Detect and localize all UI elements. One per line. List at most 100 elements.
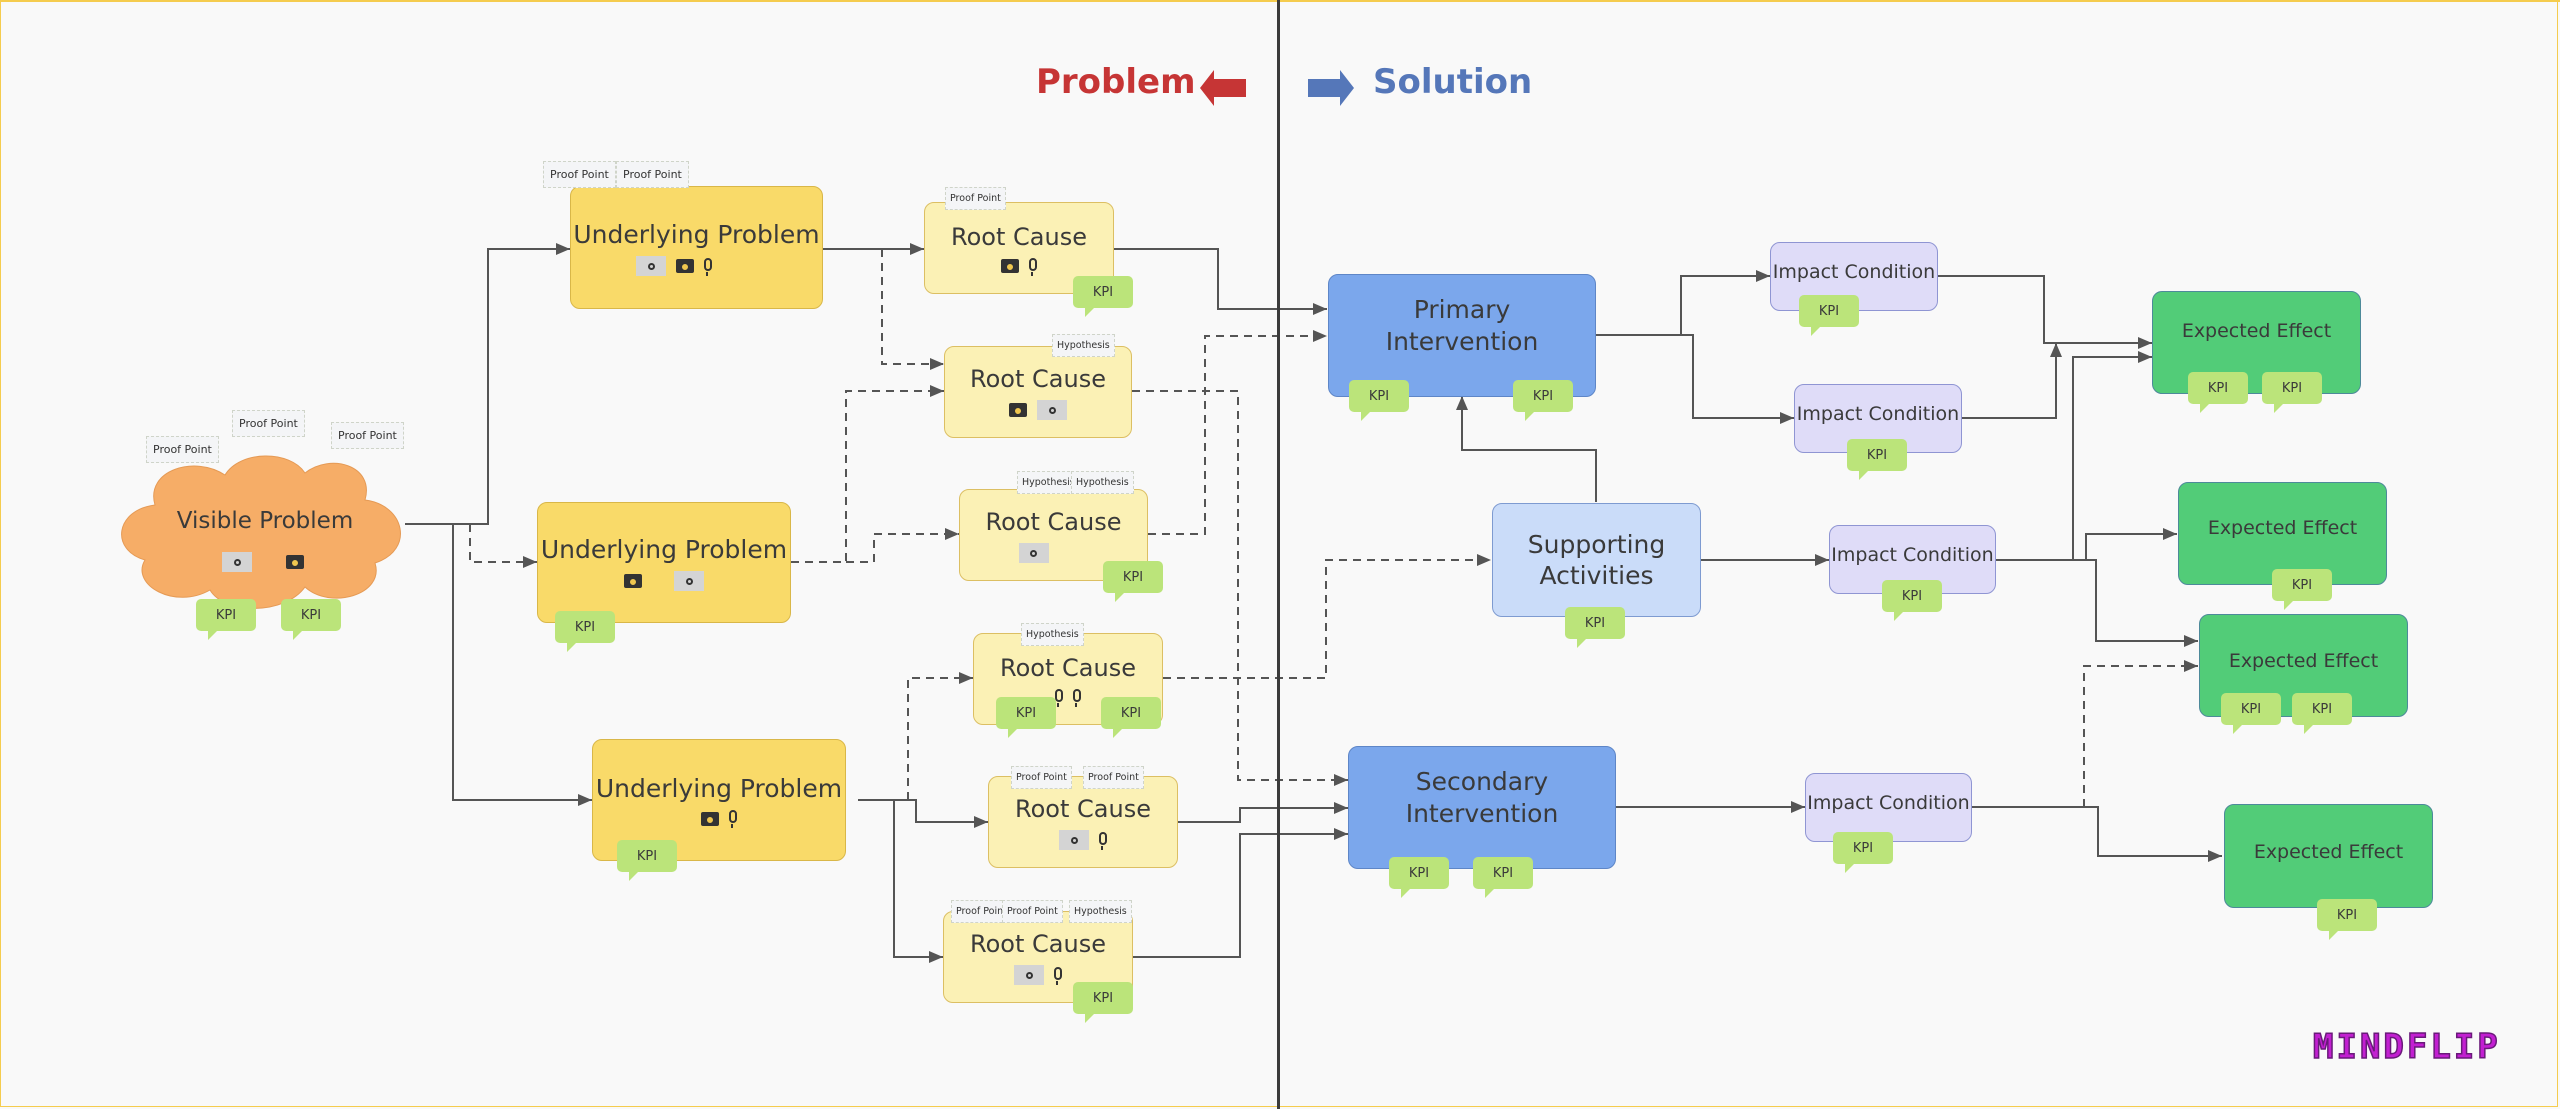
kpi-callout[interactable]: KPI [1073,982,1133,1023]
connector [1972,806,2222,862]
solution-heading: Solution [1373,62,1533,102]
proof-point-tag[interactable]: Proof Point [543,161,616,188]
kpi-callout[interactable]: KPI [2188,372,2248,413]
microphone-icon[interactable] [704,257,712,276]
kpi-callout[interactable]: KPI [1103,561,1163,602]
media-placeholder-icon[interactable] [1018,543,1049,563]
kpi-callout[interactable]: KPI [2221,693,2281,734]
kpi-callout[interactable]: KPI [1847,439,1907,480]
node-label: Impact Condition [1831,543,1994,566]
underlying-problem-node[interactable]: Underlying Problem [570,186,823,309]
kpi-callout[interactable]: KPI [2262,372,2322,413]
microphone-icon[interactable] [729,810,737,829]
connector [1938,275,2152,349]
connector [907,672,973,800]
camera-icon[interactable] [1001,259,1019,273]
connector [2073,528,2177,561]
attachments [1009,400,1067,420]
node-label-line2: Activities [1539,561,1654,590]
kpi-callout[interactable]: KPI [996,697,1056,738]
node-label-line2: Intervention [1385,326,1539,356]
kpi-callout[interactable]: KPI [281,599,341,640]
node-label: Expected Effect [2228,649,2379,672]
kpi-callout[interactable]: KPI [555,611,615,652]
microphone-icon[interactable] [1054,966,1062,985]
proof-point-tag[interactable]: Proof Point [331,422,404,449]
proof-point-tag[interactable]: Proof Point [616,161,689,188]
microphone-icon[interactable] [1029,257,1037,276]
impact-condition-node[interactable]: Impact Condition [1805,773,1972,842]
kpi-callout[interactable]: KPI [1565,607,1625,648]
proof-point-tag[interactable]: Proof Point [1002,900,1063,923]
media-placeholder-icon[interactable] [636,256,666,277]
media-placeholder-icon[interactable] [674,571,704,592]
kpi-callout[interactable]: KPI [2317,899,2377,940]
node-label-line1: Supporting [1527,529,1666,559]
root-cause-node[interactable]: Root Cause [988,776,1178,868]
supporting-activities-node[interactable]: Supporting Activities [1492,503,1701,617]
connector [1132,390,1348,786]
connector [2086,559,2198,647]
hypothesis-tag[interactable]: Hypothesis [1071,471,1134,494]
proof-point-tag[interactable]: Proof Point [1011,766,1072,789]
media-placeholder-icon[interactable] [1014,965,1044,985]
mindflip-logo: MINDFLIP [2312,1026,2501,1068]
proof-point-tag[interactable]: Proof Point [951,900,1012,923]
microphone-icon[interactable] [1073,688,1081,707]
microphone-icon[interactable] [1099,831,1107,850]
camera-icon[interactable] [701,811,719,826]
microphone-icon[interactable] [1055,688,1063,707]
visible-problem-cloud[interactable] [115,445,410,610]
primary-intervention-node[interactable]: Primary Intervention [1328,274,1596,397]
underlying-problem-node[interactable]: Underlying Problem [537,502,791,623]
attachments [1055,688,1081,707]
hypothesis-tag[interactable]: Hypothesis [1052,334,1115,357]
kpi-callout[interactable]: KPI [1389,857,1449,898]
kpi-callout[interactable]: KPI [1101,697,1161,738]
kpi-callout[interactable]: KPI [1513,380,1573,421]
media-placeholder-icon[interactable] [1037,400,1067,420]
kpi-callout[interactable]: KPI [2292,693,2352,734]
camera-icon[interactable] [624,574,642,589]
kpi-callout[interactable]: KPI [1882,580,1942,621]
node-label: Underlying Problem [540,534,788,564]
canvas-top-border [0,0,2560,2]
kpi-callout[interactable]: KPI [1073,276,1133,317]
expected-effect-node[interactable]: Expected Effect [2152,291,2361,394]
node-label: Root Cause [970,365,1106,393]
left-arrow-icon [1200,70,1246,106]
connector [1114,248,1327,315]
hypothesis-tag[interactable]: Hypothesis [1069,900,1132,923]
attachments [636,256,712,277]
hypothesis-tag[interactable]: Hypothesis [1021,623,1084,646]
impact-condition-node[interactable]: Impact Condition [1770,242,1938,311]
camera-icon[interactable] [676,259,694,274]
connector [405,243,570,525]
kpi-callout[interactable]: KPI [1473,857,1533,898]
media-placeholder-icon[interactable] [222,552,252,572]
connector [1962,343,2062,419]
proof-point-tag[interactable]: Proof Point [1083,766,1144,789]
proof-point-tag[interactable]: Proof Point [945,187,1006,210]
kpi-callout[interactable]: KPI [1833,832,1893,873]
proof-point-tag[interactable]: Proof Point [146,436,219,463]
kpi-callout[interactable]: KPI [617,840,677,881]
attachments [1001,257,1037,276]
connector [1178,802,1348,823]
expected-effect-node[interactable]: Expected Effect [2224,804,2433,908]
camera-icon[interactable] [286,555,304,569]
kpi-callout[interactable]: KPI [2272,569,2332,610]
root-cause-node[interactable]: Root Cause [944,346,1132,438]
expected-effect-node[interactable]: Expected Effect [2178,482,2387,585]
attachments [1059,830,1107,850]
media-placeholder-icon[interactable] [1059,830,1089,850]
kpi-callout[interactable]: KPI [1799,295,1859,336]
camera-icon[interactable] [1009,403,1027,417]
connector [1596,270,1770,336]
node-label: Expected Effect [2253,841,2404,864]
proof-point-tag[interactable]: Proof Point [232,410,305,437]
kpi-callout[interactable]: KPI [1349,380,1409,421]
kpi-callout[interactable]: KPI [196,599,256,640]
visible-problem-attachments [222,552,304,572]
secondary-intervention-node[interactable]: Secondary Intervention [1348,746,1616,869]
